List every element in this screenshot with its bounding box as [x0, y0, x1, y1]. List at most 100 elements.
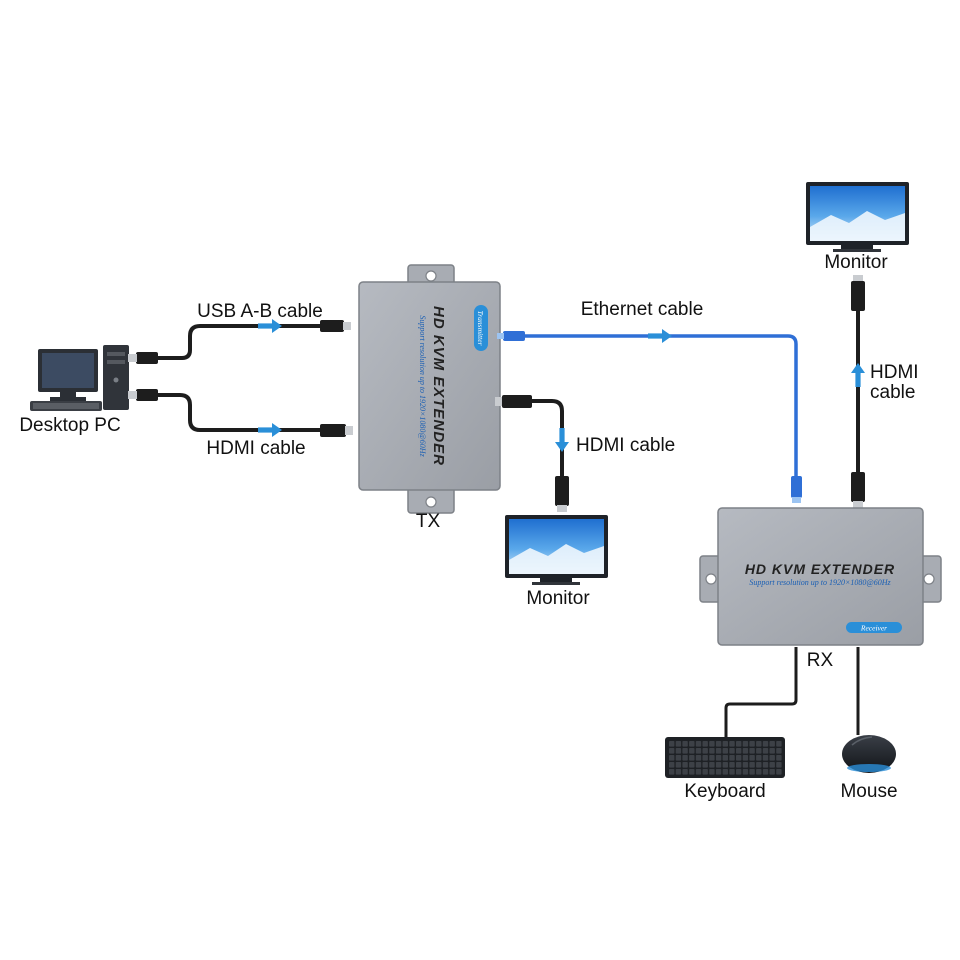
- keyboard-key: [715, 741, 722, 747]
- tx-device-subtitle: Support resolution up to 1920×1080@60Hz: [418, 315, 427, 457]
- mouse-label: Mouse: [840, 781, 898, 802]
- keyboard-key: [702, 762, 708, 768]
- rx-device-subtitle: Support resolution up to 1920×1080@60Hz: [749, 578, 891, 587]
- usb-ab-cable-label: USB A-B cable: [197, 301, 323, 322]
- keyboard-key: [776, 748, 782, 754]
- keyboard-key: [769, 748, 775, 754]
- keyboard-key: [736, 755, 742, 761]
- keyboard-key: [729, 762, 735, 768]
- tx-device: HD KVM EXTENDER Support resolution up to…: [358, 264, 501, 514]
- keyboard-key: [756, 741, 762, 747]
- desktop-pc-label: Desktop PC: [19, 415, 121, 436]
- keyboard-key: [709, 748, 715, 754]
- keyboard-key: [682, 748, 688, 754]
- keyboard-key: [769, 755, 775, 761]
- keyboard-key: [689, 755, 695, 761]
- monitor-remote-label: Monitor: [824, 252, 888, 273]
- keyboard-key: [736, 762, 742, 768]
- keyboard-key: [669, 741, 675, 747]
- keyboard-key: [729, 769, 735, 775]
- keyboard-key: [769, 762, 775, 768]
- keyboard-key: [749, 762, 755, 768]
- mouse-icon: [842, 735, 896, 773]
- keyboard-key: [715, 769, 722, 775]
- keyboard-key: [715, 755, 722, 761]
- keyboard-key: [762, 755, 769, 761]
- keyboard-key: [709, 769, 715, 775]
- hdmi-cable-in-label: HDMI cable: [206, 438, 306, 459]
- keyboard-key: [689, 741, 695, 747]
- keyboard-key: [756, 748, 762, 754]
- desktop-pc-icon: [30, 345, 129, 411]
- keyboard-key: [689, 748, 695, 754]
- keyboard-key: [715, 762, 722, 768]
- keyboard-key: [749, 741, 755, 747]
- monitor-icon: [806, 182, 909, 252]
- keyboard-key: [736, 741, 742, 747]
- hdmi-cable-remote-label-line1: HDMI: [870, 362, 919, 383]
- keyboard-icon: [665, 737, 785, 778]
- keyboard-label: Keyboard: [684, 781, 766, 802]
- rx-device: HD KVM EXTENDER Support resolution up to…: [699, 507, 942, 646]
- monitor-local-label: Monitor: [526, 588, 590, 609]
- keyboard-key: [749, 748, 755, 754]
- keyboard-key: [675, 741, 682, 747]
- rx-badge: Receiver: [860, 624, 887, 633]
- rx-device-title: HD KVM EXTENDER: [745, 561, 895, 577]
- keyboard-key: [682, 762, 688, 768]
- keyboard-key: [675, 748, 682, 754]
- keyboard-key: [669, 748, 675, 754]
- keyboard-key: [776, 741, 782, 747]
- keyboard-key: [762, 741, 769, 747]
- keyboard-key: [675, 769, 682, 775]
- keyboard-key: [669, 769, 675, 775]
- keyboard-key: [729, 755, 735, 761]
- keyboard-key: [709, 762, 715, 768]
- keyboard-key: [722, 741, 728, 747]
- keyboard-key: [742, 769, 749, 775]
- keyboard-key: [702, 769, 708, 775]
- keyboard-key: [762, 748, 769, 754]
- keyboard-key: [756, 755, 762, 761]
- tx-label: TX: [415, 511, 441, 532]
- keyboard-key: [742, 748, 749, 754]
- keyboard-key: [762, 769, 769, 775]
- hdmi-cable-rx-to-monitor: [851, 275, 865, 508]
- keyboard-key: [695, 769, 702, 775]
- hdmi-cable-tx-to-monitor: [495, 395, 569, 512]
- keyboard-key: [722, 762, 728, 768]
- keyboard-key: [769, 769, 775, 775]
- keyboard-key: [749, 769, 755, 775]
- keyboard-key: [756, 762, 762, 768]
- rx-label: RX: [806, 650, 834, 671]
- ethernet-cable: [497, 329, 802, 503]
- keyboard-key: [722, 755, 728, 761]
- keyboard-key: [756, 769, 762, 775]
- keyboard-key: [689, 769, 695, 775]
- keyboard-key: [715, 748, 722, 754]
- keyboard-key: [695, 748, 702, 754]
- keyboard-key: [669, 762, 675, 768]
- keyboard-key: [682, 741, 688, 747]
- hdmi-cable-local-label: HDMI cable: [576, 435, 676, 456]
- keyboard-key: [695, 755, 702, 761]
- keyboard-key: [769, 741, 775, 747]
- keyboard-key: [702, 748, 708, 754]
- keyboard-key: [722, 748, 728, 754]
- keyboard-key: [776, 762, 782, 768]
- keyboard-key: [709, 755, 715, 761]
- keyboard-key: [736, 769, 742, 775]
- keyboard-key: [675, 762, 682, 768]
- hdmi-cable-remote-label-line2: cable: [870, 382, 916, 403]
- tx-device-title: HD KVM EXTENDER: [430, 306, 447, 466]
- ethernet-cable-label: Ethernet cable: [580, 299, 704, 320]
- keyboard-key: [729, 748, 735, 754]
- keyboard-key: [702, 755, 708, 761]
- keyboard-key: [749, 755, 755, 761]
- tx-badge: Transmitter: [476, 310, 485, 345]
- hdmi-cable-pc-to-tx: [128, 389, 353, 437]
- keyboard-key: [736, 748, 742, 754]
- keyboard-key: [762, 762, 769, 768]
